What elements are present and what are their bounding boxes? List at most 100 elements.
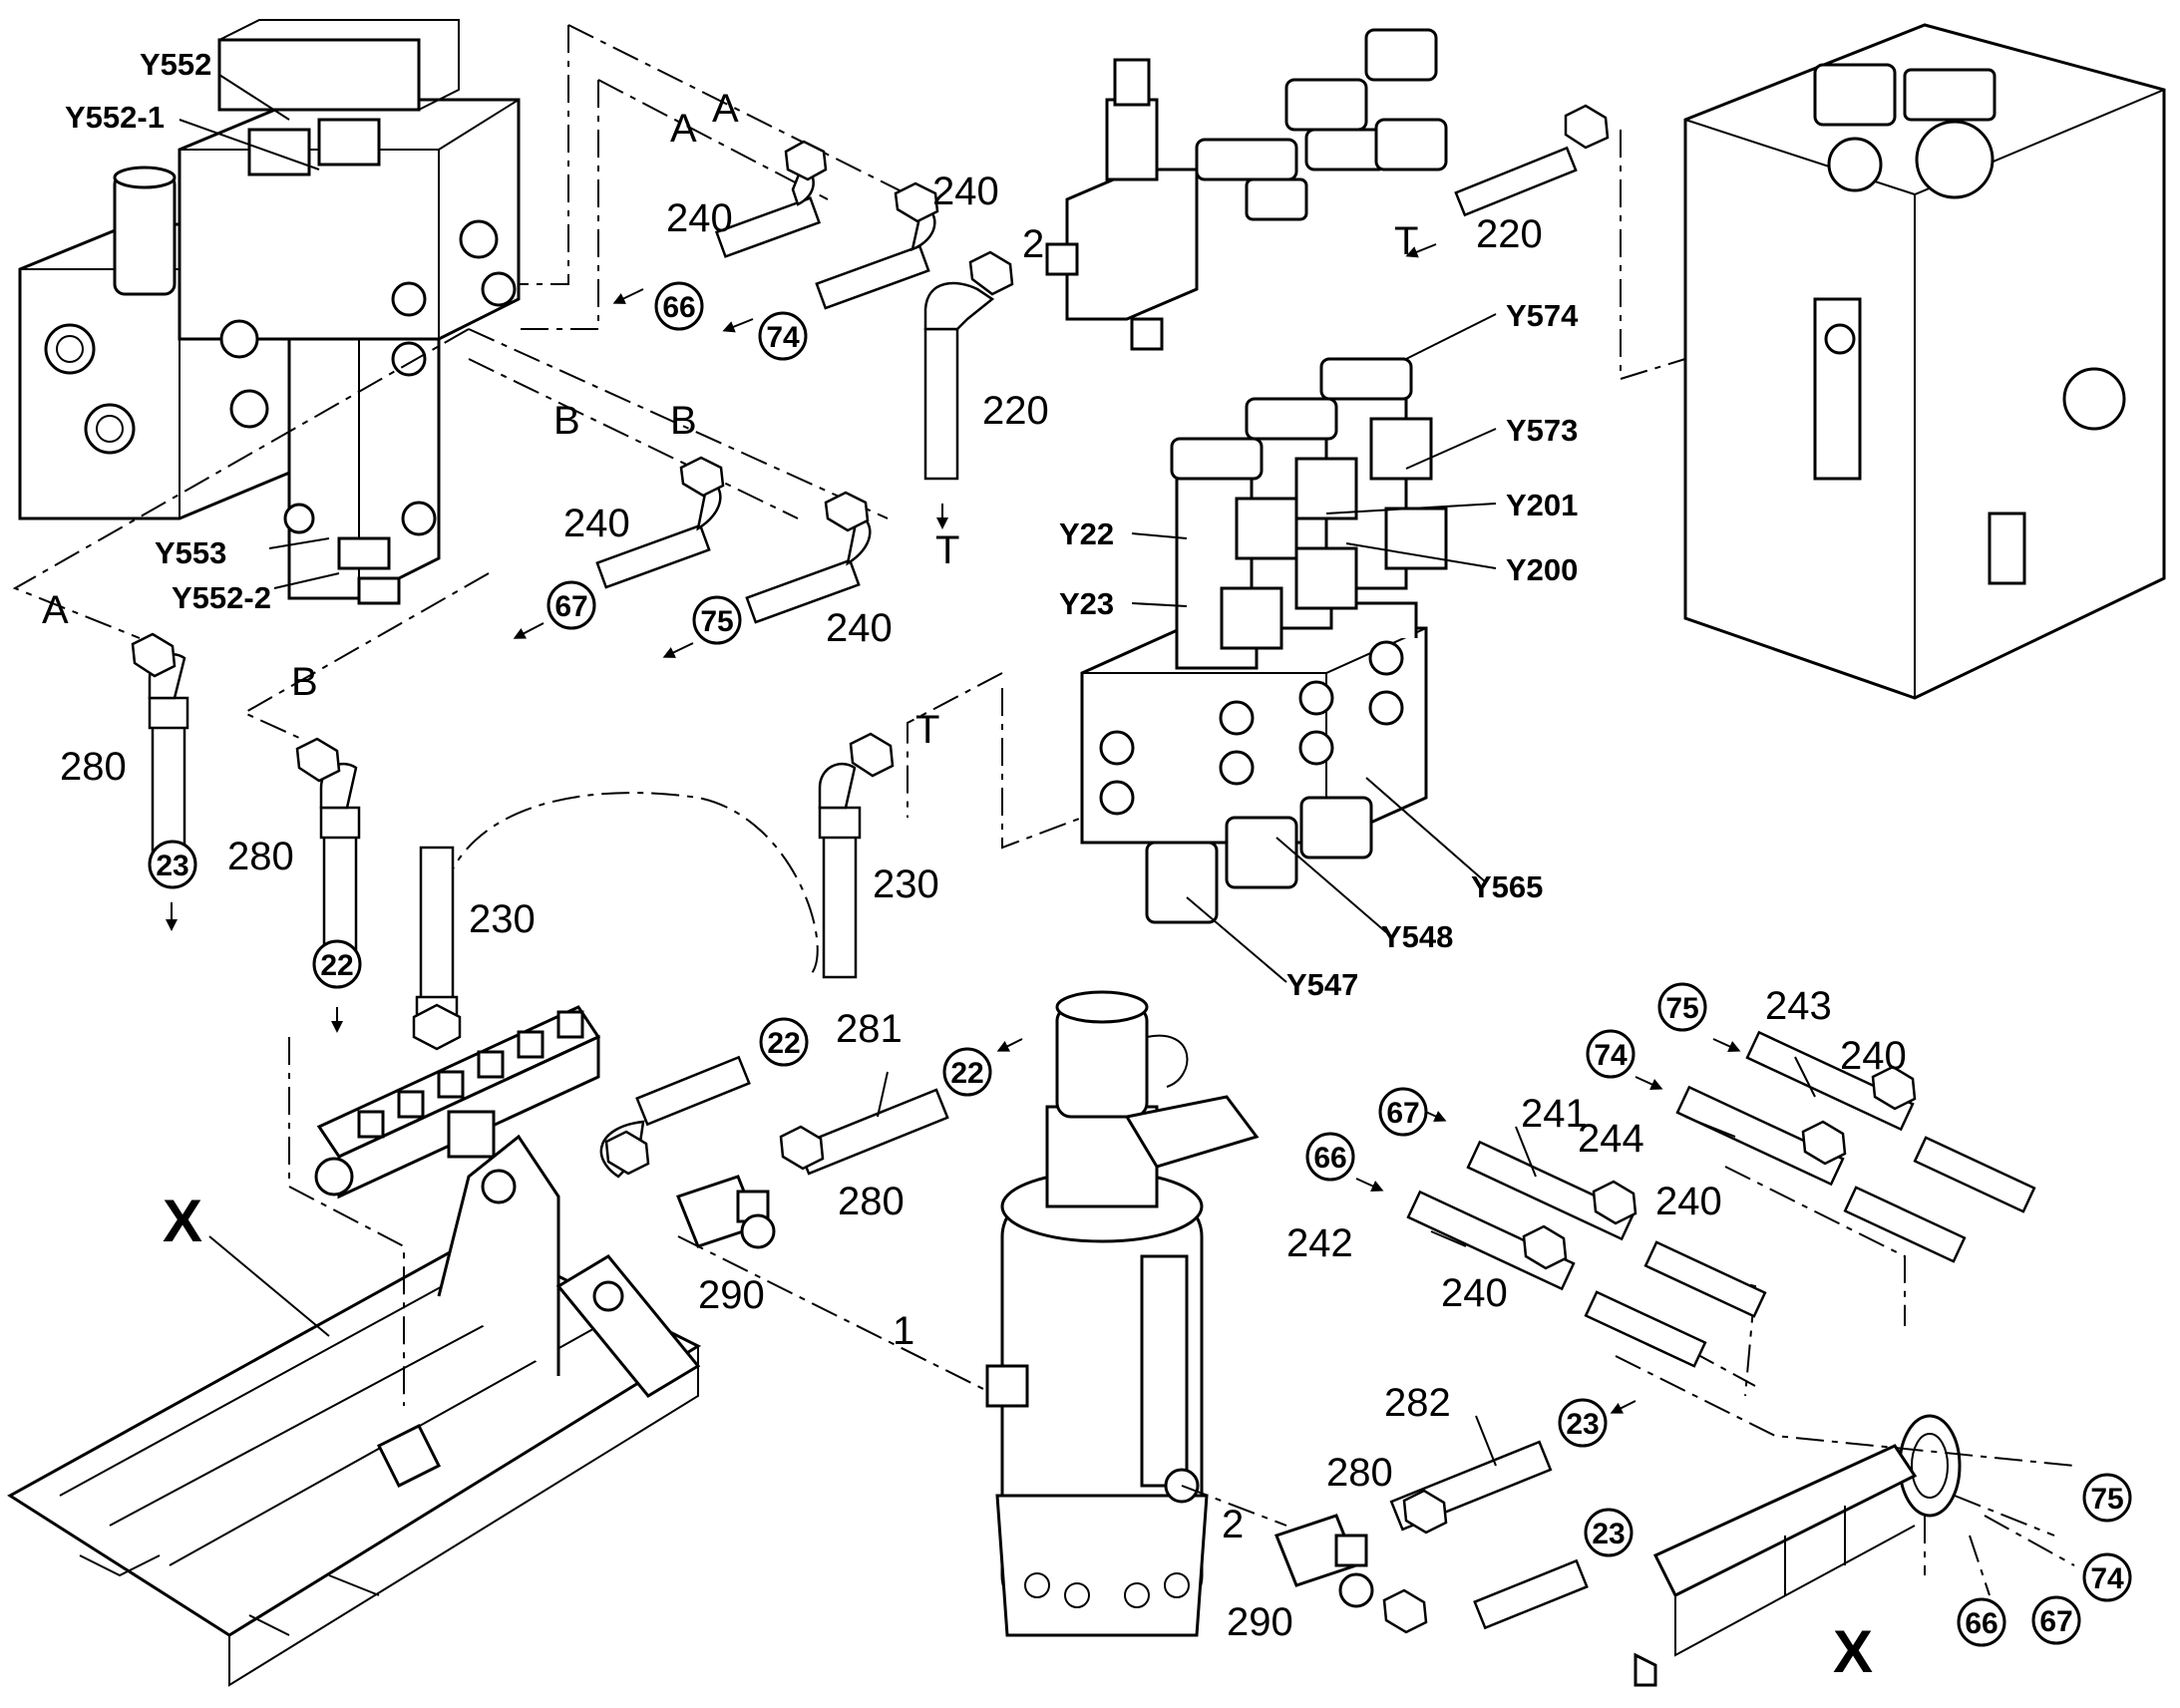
hose-ghost-23	[1382, 1558, 1589, 1634]
valve-block-left	[18, 19, 521, 605]
label-Y573: Y573	[1506, 413, 1578, 448]
swivel-bracket	[1634, 1414, 1962, 1687]
part-240-a2: 240	[932, 170, 999, 213]
port-T-top: T	[1394, 219, 1418, 263]
hose-220-vertical	[923, 250, 1014, 481]
part-281: 281	[836, 1007, 903, 1051]
callout-67-a: 67	[554, 590, 587, 623]
callout-74-a: 74	[766, 321, 800, 354]
port-B-lower: B	[291, 660, 318, 704]
callout-67-c: 67	[2039, 1605, 2072, 1638]
part-244: 244	[1578, 1117, 1644, 1161]
part-240-r2: 240	[1655, 1180, 1722, 1223]
part-220-top: 220	[1476, 212, 1543, 256]
port-2-top: 2	[1022, 222, 1044, 266]
part-241: 241	[1521, 1092, 1588, 1136]
callout-75-c: 75	[2090, 1483, 2123, 1516]
hydraulic-tank	[1683, 23, 2166, 700]
hose-243	[1745, 1030, 1917, 1132]
view-markers: X X	[163, 1188, 1873, 1685]
flow-arrows	[166, 243, 1741, 1414]
hose-244	[1675, 1085, 1847, 1187]
port-A-top-right: A	[712, 87, 739, 131]
hose-ghost-22	[599, 1055, 751, 1179]
callout-66-c: 66	[1965, 1607, 1998, 1640]
part-282: 282	[1384, 1381, 1451, 1425]
part-243: 243	[1765, 984, 1832, 1028]
label-Y565: Y565	[1471, 869, 1543, 904]
hose-240-a-left	[714, 140, 828, 258]
label-Y201: Y201	[1506, 488, 1578, 522]
distribution-manifold	[314, 1005, 601, 1199]
callout-67-b: 67	[1386, 1097, 1419, 1130]
routing-lines	[12, 24, 2075, 1596]
callout-66-b: 66	[1313, 1142, 1346, 1175]
leader-lines	[179, 74, 1816, 1467]
tee-fitting-290-top	[676, 1175, 776, 1249]
part-280-low: 280	[1326, 1451, 1393, 1495]
hose-230-left	[412, 846, 462, 1051]
callout-66-a: 66	[662, 291, 695, 324]
label-Y22: Y22	[1059, 516, 1114, 551]
hose-241	[1466, 1140, 1637, 1241]
part-240-b2: 240	[826, 606, 893, 650]
callout-22-a: 22	[320, 949, 353, 982]
part-280-a: 280	[60, 745, 127, 789]
part-number-labels: 240 240 240 240 220 220 280 280 230 230 …	[60, 170, 1907, 1644]
hose-220-top	[1454, 104, 1610, 217]
label-Y23: Y23	[1059, 586, 1114, 621]
port-1: 1	[893, 1309, 914, 1353]
label-Y553: Y553	[155, 535, 226, 570]
port-T-230: T	[915, 708, 939, 752]
part-230-left: 230	[469, 897, 536, 941]
part-280-mid: 280	[838, 1180, 905, 1223]
hose-230-right	[818, 732, 895, 979]
label-Y552: Y552	[140, 47, 211, 82]
part-240-r1: 240	[1840, 1034, 1907, 1078]
part-280-b: 280	[227, 835, 294, 878]
relief-valve-top	[1045, 28, 1448, 351]
callout-74-c: 74	[2090, 1562, 2124, 1595]
label-Y200: Y200	[1506, 552, 1578, 587]
part-290-bottom: 290	[1227, 1600, 1293, 1644]
label-Y552-2: Y552-2	[172, 580, 271, 615]
hose-280-a	[131, 632, 189, 864]
pump-motor-unit	[985, 990, 1260, 1637]
part-290-top: 290	[698, 1273, 765, 1317]
view-X-right: X	[1833, 1618, 1873, 1685]
part-240-r3: 240	[1441, 1271, 1508, 1315]
valve-labels: Y552 Y552-1 Y553 Y552-2 Y574 Y573 Y201 Y…	[65, 47, 1579, 1002]
port-B-left: B	[553, 399, 580, 443]
callout-22-b: 22	[767, 1027, 800, 1060]
label-Y552-1: Y552-1	[65, 100, 165, 135]
hose-281	[779, 1088, 949, 1176]
port-2-bottom: 2	[1222, 1503, 1244, 1546]
callout-23-a: 23	[156, 850, 188, 882]
part-242: 242	[1286, 1221, 1353, 1265]
part-230-right: 230	[873, 862, 939, 906]
hose-240-b-right	[745, 491, 872, 624]
circled-callouts: 66 74 67 75 23 22 22 22 23 23 75 74 67 6…	[148, 281, 2132, 1647]
part-220-vertical: 220	[982, 389, 1049, 433]
hose-ghost-right	[1584, 1136, 2036, 1368]
hose-240-b-left	[595, 456, 725, 589]
callout-23-c: 23	[1592, 1518, 1625, 1550]
part-240-a1: 240	[666, 196, 733, 240]
tee-fitting-290-bottom	[1274, 1514, 1374, 1608]
callout-23-b: 23	[1566, 1408, 1599, 1441]
hose-240-a-right	[815, 181, 939, 310]
port-labels: A A B B A B T T T 2 1 2	[42, 87, 1418, 1546]
callout-75-a: 75	[700, 605, 733, 638]
label-Y548: Y548	[1381, 919, 1453, 954]
port-T-vertical: T	[935, 528, 959, 572]
view-X-left: X	[163, 1188, 202, 1254]
chassis-frame	[7, 1134, 702, 1687]
hose-242	[1406, 1190, 1576, 1291]
callout-22-c: 22	[950, 1057, 983, 1090]
valve-pack-center	[1080, 357, 1448, 924]
hose-282	[1389, 1440, 1553, 1535]
callout-75-b: 75	[1665, 992, 1698, 1025]
callout-74-b: 74	[1594, 1039, 1628, 1072]
port-B-right: B	[670, 399, 697, 443]
